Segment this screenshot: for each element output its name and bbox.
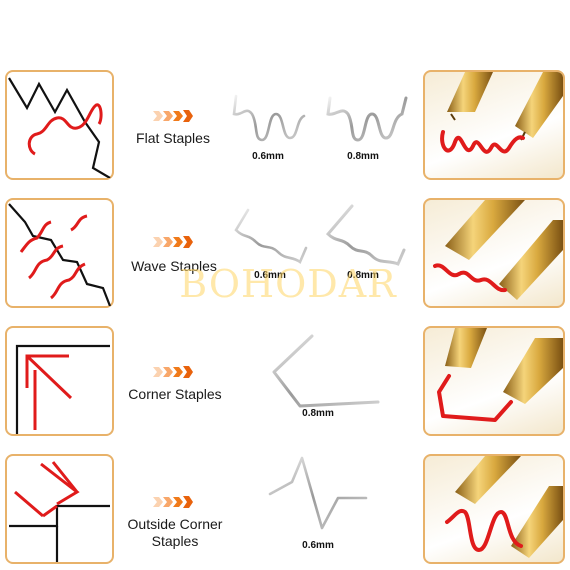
orange-arrow-icon [153,236,193,248]
corner-staples-label: Corner Staples [128,386,222,402]
outside-corner-label-line2: Staples [151,533,199,549]
row-flat-staples: Flat Staples 0.6mm 0.8mm [0,70,570,182]
outside-corner-staples-diagram [5,454,114,564]
size-label: 0.8mm [347,151,379,162]
size-label: 0.8mm [302,408,334,419]
size-label: 0.6mm [252,151,284,162]
corner-staples-diagram [5,326,114,436]
outside-corner-label-line1: Outside Corner [127,516,223,532]
size-label: 0.8mm [347,270,379,281]
wave-staples-label: Wave Staples [131,258,217,274]
flat-staples-label: Flat Staples [136,130,210,146]
row-wave-staples: Wave Staples 0.6mm 0.8mm [0,198,570,310]
corner-staple-08-image [272,334,380,408]
flat-staples-photo [423,70,565,180]
corner-staples-photo [423,326,565,436]
outside-corner-staple-06-image [268,456,368,530]
row-corner-staples: Corner Staples 0.8mm [0,326,570,438]
outside-corner-staples-label: Outside Corner Staples [118,516,232,550]
orange-arrow-icon [153,110,193,122]
flat-staple-06-image [232,94,306,142]
orange-arrow-icon [153,496,193,508]
flat-staple-08-image [326,96,408,142]
wave-staples-photo [423,198,565,308]
size-label: 0.6mm [254,270,286,281]
orange-arrow-icon [153,366,193,378]
flat-staples-diagram [5,70,114,180]
outside-corner-staples-photo [423,454,565,564]
wave-staple-08-image [325,204,406,266]
wave-staple-06-image [234,208,308,265]
size-label: 0.6mm [302,540,334,551]
wave-staples-diagram [5,198,114,308]
row-outside-corner-staples: Outside Corner Staples 0.6mm [0,454,570,566]
